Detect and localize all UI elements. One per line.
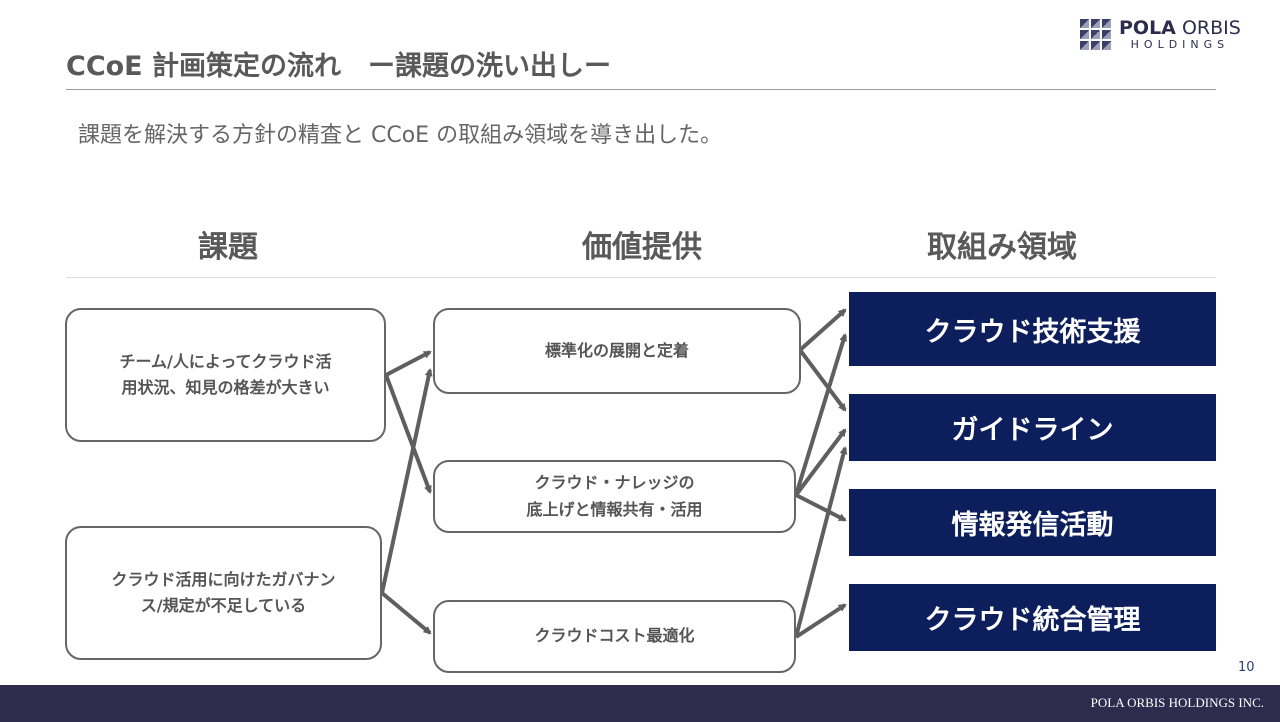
logo-sub: HOLDINGS — [1130, 38, 1230, 51]
arrow — [385, 350, 432, 377]
area-card-2: ガイドライン — [849, 394, 1216, 461]
arrow — [380, 591, 432, 635]
title-divider — [66, 89, 1216, 90]
arrow — [794, 603, 847, 639]
arrow — [798, 308, 847, 352]
footer-company: POLA ORBIS HOLDINGS INC. — [1090, 695, 1264, 710]
issue-box-2: クラウド活用に向けたガバナン ス/規定が不足している — [65, 526, 382, 660]
arrow — [794, 428, 847, 497]
arrow — [384, 374, 432, 494]
arrow — [794, 333, 848, 496]
value-box-3: クラウドコスト最適化 — [433, 600, 796, 673]
column-header-value: 価値提供 — [582, 230, 702, 265]
area-card-3: 情報発信活動 — [849, 489, 1216, 556]
slide-title: CCoE 計画策定の流れ ー課題の洗い出しー — [66, 51, 612, 82]
area-card-1: クラウド技術支援 — [849, 292, 1216, 366]
column-header-issues: 課題 — [198, 230, 258, 265]
column-divider — [66, 277, 1216, 278]
arrow — [798, 348, 847, 412]
logo-mark-icon — [1080, 19, 1111, 50]
logo-brand-bold: POLA — [1119, 17, 1176, 39]
arrow — [794, 446, 848, 638]
issue-box-1: チーム/人によってクラウド活 用状況、知見の格差が大きい — [65, 308, 386, 442]
logo-brand: ORBIS — [1181, 17, 1241, 39]
footer-bar: POLA ORBIS HOLDINGS INC. — [0, 685, 1280, 722]
value-box-2: クラウド・ナレッジの 底上げと情報共有・活用 — [433, 460, 796, 533]
slide-subtitle: 課題を解決する方針の精査と CCoE の取組み領域を導き出した。 — [78, 123, 723, 148]
column-header-areas: 取組み領域 — [927, 230, 1077, 265]
arrow — [795, 493, 847, 522]
arrow — [380, 368, 433, 594]
area-card-4: クラウド統合管理 — [849, 584, 1216, 651]
company-logo: POLA ORBIS HOLDINGS — [1080, 18, 1241, 51]
page-number: 10 — [1238, 660, 1255, 675]
value-box-1: 標準化の展開と定着 — [433, 308, 801, 394]
